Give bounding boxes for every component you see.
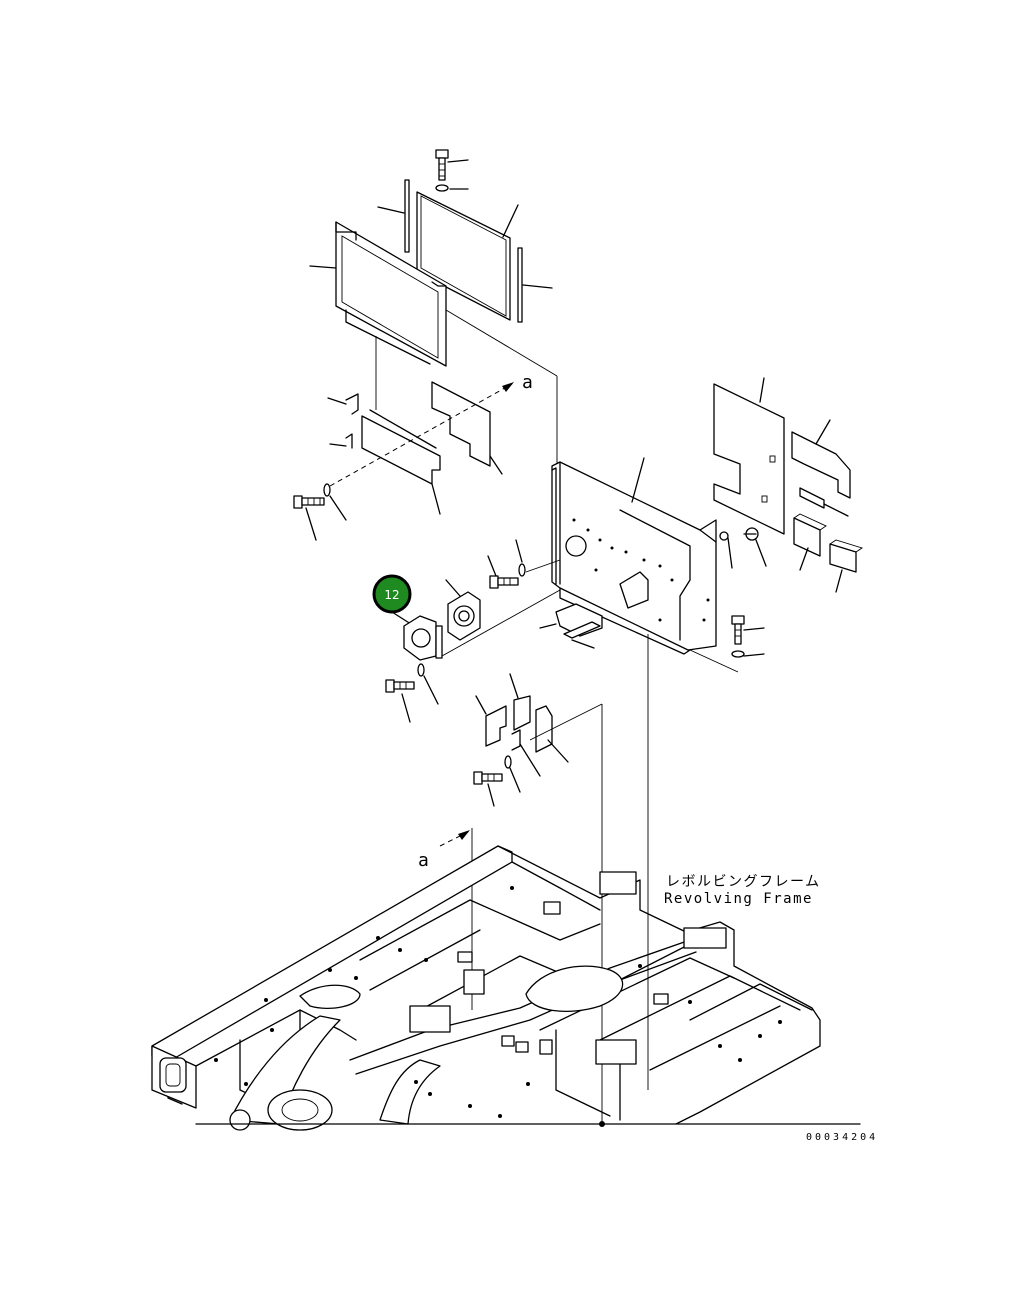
- side-panel-holes: [572, 518, 710, 622]
- bolt-mid-left: [293, 495, 325, 541]
- bracket-plate: [361, 415, 441, 485]
- frame-label-jp: レボルビングフレーム: [666, 874, 821, 890]
- seal-strip-left: [404, 179, 410, 253]
- frame-label-en: Revolving Frame: [664, 891, 813, 907]
- callout-12[interactable]: 12: [372, 574, 412, 614]
- panel-bracket: [619, 571, 649, 609]
- block-1: [793, 517, 821, 557]
- lower-bracket-3: [535, 705, 553, 753]
- bolt-right: [731, 615, 765, 645]
- top-washer: [435, 184, 449, 192]
- revolving-frame: [151, 845, 861, 1131]
- seal-strip-right: [517, 247, 523, 323]
- cover-frame: [309, 221, 447, 367]
- lower-bracket-1: [485, 705, 507, 747]
- flange-group: [385, 579, 561, 723]
- view-marker-bottom: a: [418, 850, 429, 871]
- washer-mid-left: [323, 483, 331, 497]
- view-marker-top: a: [522, 372, 533, 393]
- mid-left-group: a: [293, 372, 533, 541]
- bolt-mid: [487, 555, 519, 589]
- callout-number: 12: [384, 588, 399, 602]
- block-2: [829, 543, 857, 573]
- top-cover-group: [309, 149, 558, 468]
- drawing-number: 00034204: [806, 1132, 878, 1143]
- arrow-head-a-bottom: [458, 830, 470, 840]
- stepped-plate: [431, 381, 491, 467]
- washer-right: [731, 650, 745, 658]
- side-panel: [551, 461, 717, 651]
- frame-holes: [214, 886, 782, 1127]
- insulation-panel: [416, 191, 511, 321]
- lower-bracket-2: [513, 695, 531, 731]
- small-insulation-plate: [791, 431, 851, 499]
- right-small-bolts: [719, 527, 767, 569]
- top-bolt: [435, 149, 469, 181]
- lower-brackets: [473, 634, 649, 1126]
- l-bracket-1: [345, 393, 359, 415]
- washer-mid: [518, 563, 526, 577]
- side-panel-group: [487, 377, 864, 673]
- large-insulation-plate: [713, 383, 785, 535]
- l-bracket-2: [345, 433, 353, 449]
- arrow-head-a-top: [502, 382, 514, 392]
